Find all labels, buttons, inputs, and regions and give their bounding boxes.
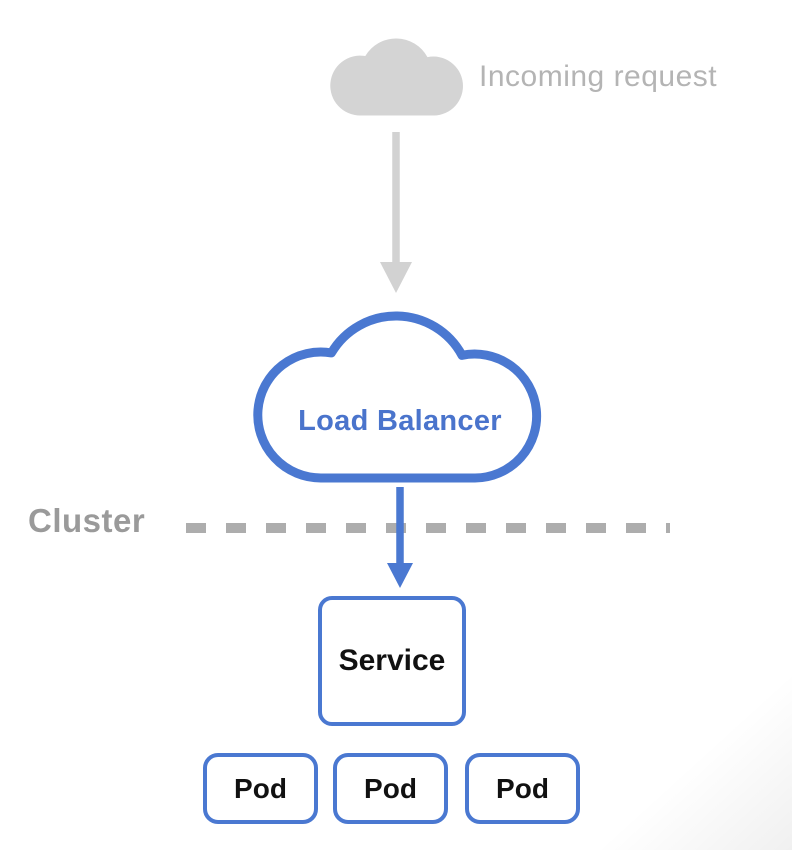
cluster-boundary-dashed-line: [186, 523, 670, 533]
pod-node: Pod: [333, 753, 448, 824]
arrow-down-icon: [387, 487, 413, 588]
pod-label: Pod: [364, 772, 417, 804]
pod-node: Pod: [203, 753, 318, 824]
page-corner-shade: [572, 650, 792, 850]
pod-label: Pod: [496, 772, 549, 804]
cloud-icon: [330, 38, 463, 116]
service-label: Service: [338, 644, 446, 677]
cloud-outline-icon: [253, 311, 542, 483]
pod-node: Pod: [465, 753, 580, 824]
arrow-down-icon: [380, 132, 412, 293]
incoming-request-label: Incoming request: [479, 60, 718, 93]
pod-label: Pod: [234, 772, 287, 804]
load-balancer-label: Load Balancer: [298, 405, 502, 437]
service-node: Service: [318, 596, 466, 726]
cluster-label: Cluster: [28, 502, 146, 539]
